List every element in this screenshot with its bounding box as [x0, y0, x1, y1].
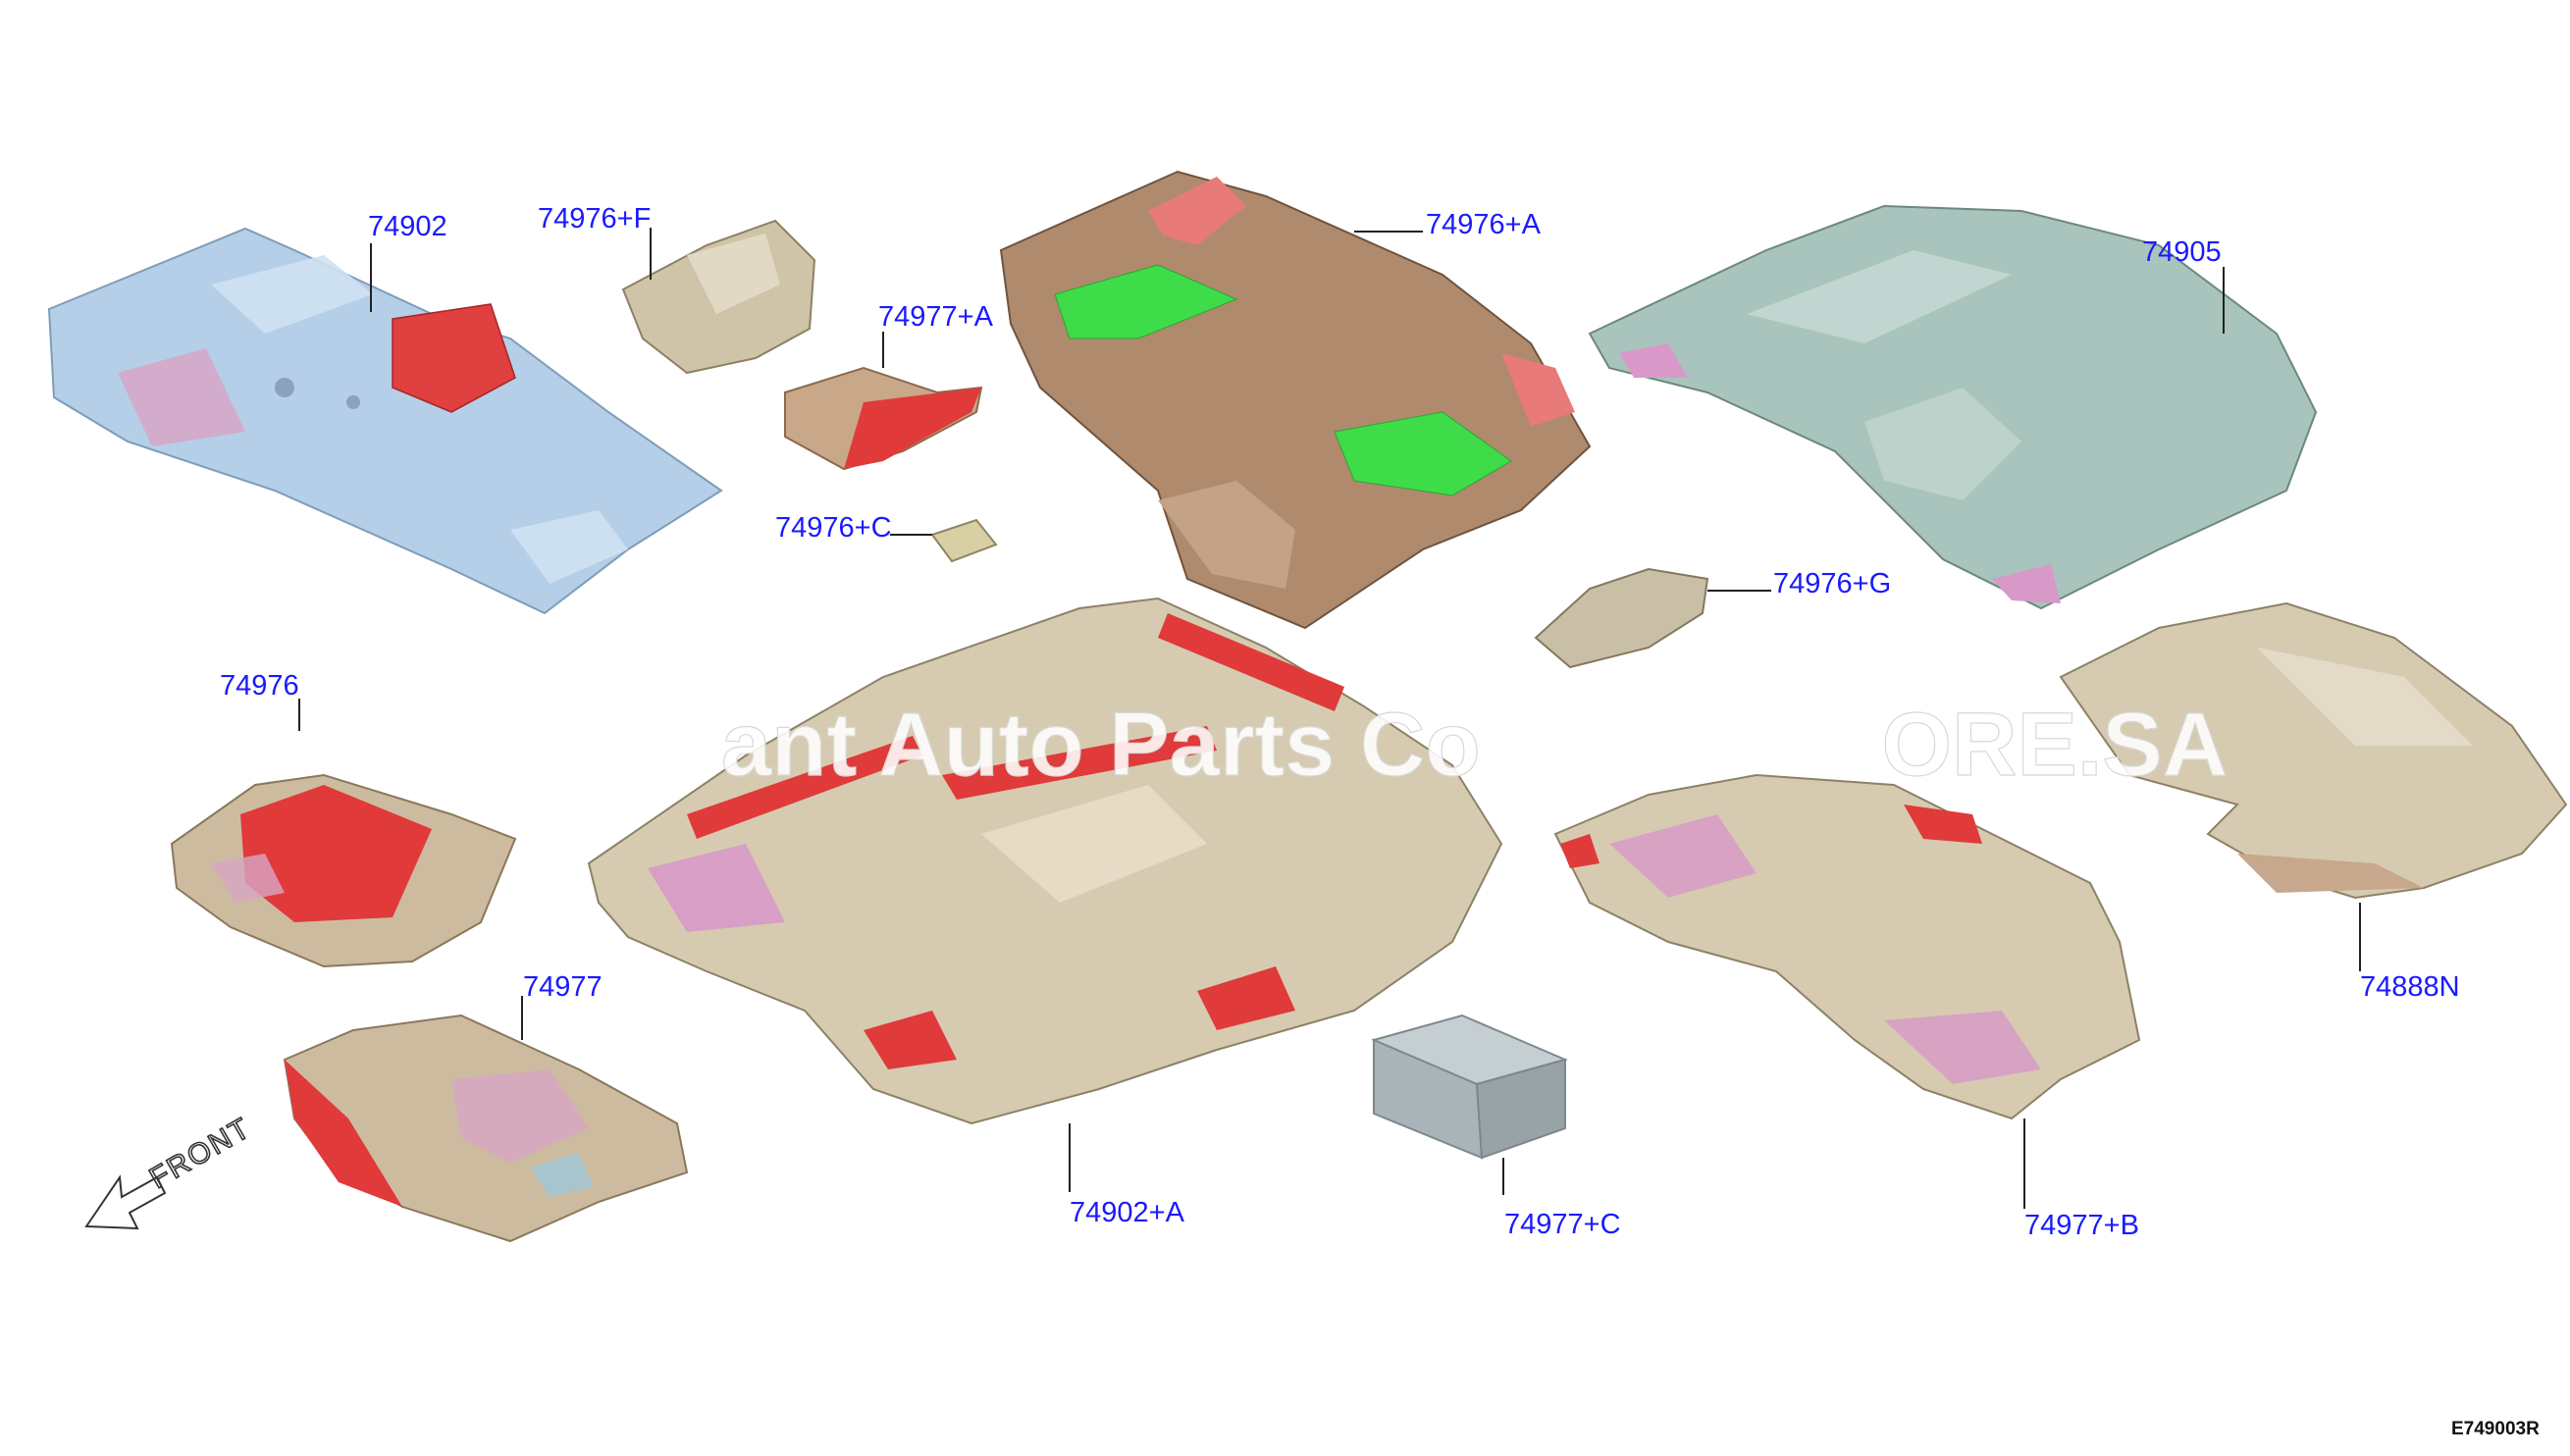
diagram-code: E749003R	[2451, 1419, 2540, 1439]
front-indicator: FRONT	[84, 1111, 257, 1230]
callout-74888N[interactable]: 74888N	[2360, 971, 2460, 1003]
leader-lines	[298, 228, 2361, 1209]
part-74905-carpet[interactable]	[1588, 204, 2318, 610]
callout-74902A[interactable]: 74902+A	[1070, 1197, 1185, 1228]
callout-74977B[interactable]: 74977+B	[2024, 1210, 2139, 1241]
callout-74976F[interactable]: 74976+F	[538, 203, 651, 234]
part-74976C-pad[interactable]	[930, 518, 998, 563]
callout-74977A[interactable]: 74977+A	[878, 301, 994, 333]
part-74977-carpet-piece[interactable]	[283, 1014, 689, 1243]
front-label: FRONT	[144, 1112, 257, 1195]
part-74976A-carpet[interactable]	[999, 170, 1592, 630]
part-74888N-trunk-liner[interactable]	[2059, 601, 2568, 900]
callout-74902[interactable]: 74902	[368, 211, 447, 242]
part-74902-floor-insulator[interactable]	[47, 227, 723, 615]
part-74977C-box[interactable]	[1370, 1014, 1569, 1160]
callout-labels: 74902 74976+F 74977+A 74976+A 74905 7497…	[220, 203, 2460, 1241]
callout-74905[interactable]: 74905	[2142, 236, 2222, 268]
part-74976-carpet-piece[interactable]	[170, 773, 517, 968]
callout-74977[interactable]: 74977	[523, 971, 603, 1003]
callout-74976[interactable]: 74976	[220, 670, 299, 702]
watermark-text: ant Auto Parts Co ORE.SA	[721, 695, 2228, 795]
callout-74977C[interactable]: 74977+C	[1504, 1209, 1621, 1240]
front-arrow-icon	[84, 1174, 167, 1230]
callout-74976C[interactable]: 74976+C	[775, 512, 892, 544]
callout-74976A[interactable]: 74976+A	[1426, 209, 1542, 240]
part-74976F-carpet-piece[interactable]	[621, 219, 816, 375]
callout-74976G[interactable]: 74976+G	[1773, 568, 1891, 599]
part-74977A-carpet-piece[interactable]	[784, 366, 983, 471]
part-74902A-carpet[interactable]	[587, 597, 1503, 1125]
part-74977B-carpet[interactable]	[1553, 773, 2141, 1120]
part-74976G-carpet-piece[interactable]	[1534, 567, 1709, 669]
